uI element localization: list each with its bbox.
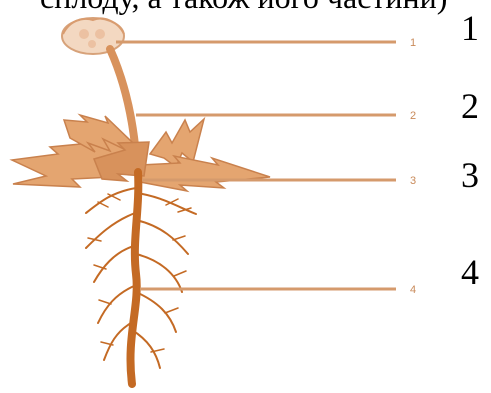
cropped-caption: сплоду, а також його частини)	[40, 0, 447, 16]
small-label-2: 2	[410, 110, 416, 122]
flower-head	[62, 18, 124, 54]
small-label-1: 1	[410, 37, 416, 49]
big-label-3: 3	[461, 157, 479, 193]
big-label-1: 1	[461, 10, 479, 46]
small-label-4: 4	[410, 284, 416, 296]
big-label-4: 4	[461, 254, 479, 290]
small-label-3: 3	[410, 175, 416, 187]
big-label-2: 2	[461, 88, 479, 124]
roots	[86, 172, 196, 384]
